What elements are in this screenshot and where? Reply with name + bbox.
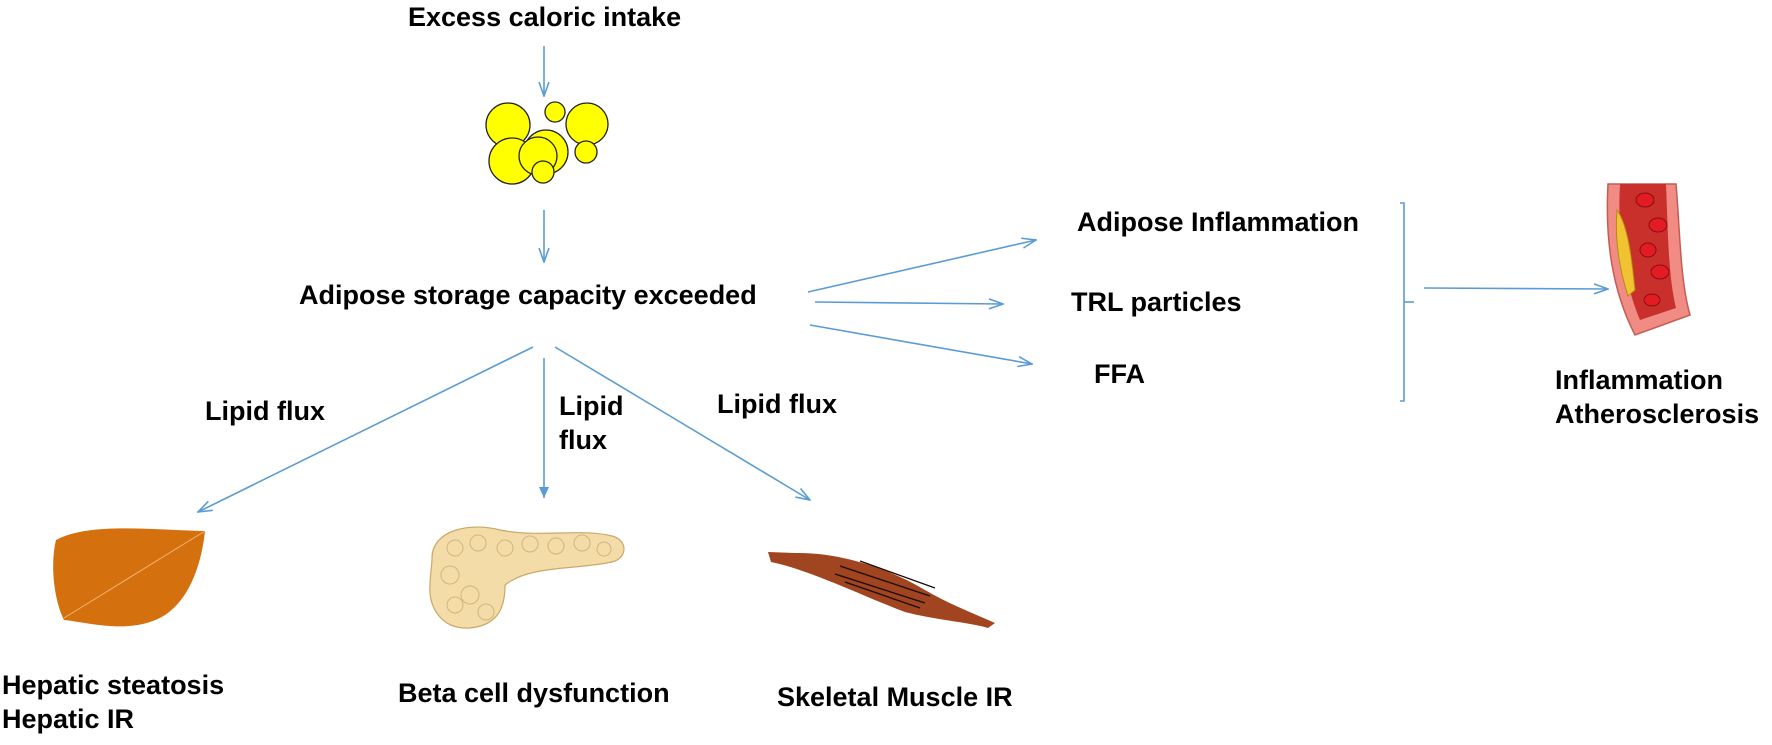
node-skeletal-muscle-ir: Skeletal Muscle IR bbox=[777, 682, 1013, 712]
hepatic-outcome-line2: Hepatic IR bbox=[2, 704, 135, 734]
node-hepatic-outcome: Hepatic steatosis Hepatic IR bbox=[2, 668, 224, 736]
skeletal-muscle-icon bbox=[768, 552, 995, 628]
lipid-flux-pancreas-line1: Lipid bbox=[559, 391, 624, 421]
edge-label-lipid-flux-muscle: Lipid flux bbox=[717, 389, 837, 419]
node-excess-caloric-intake: Excess caloric intake bbox=[408, 2, 682, 32]
vascular-outcome-line1: Inflammation bbox=[1555, 365, 1724, 395]
lipid-flux-pancreas-line2: flux bbox=[559, 425, 608, 455]
edge-label-lipid-flux-liver: Lipid flux bbox=[205, 396, 325, 426]
arrow-lipid-flux-muscle bbox=[554, 346, 810, 500]
node-trl-particles: TRL particles bbox=[1071, 287, 1242, 317]
pancreas-icon bbox=[429, 526, 625, 629]
node-beta-cell-dysfunction: Beta cell dysfunction bbox=[398, 678, 670, 708]
arrow-to-trl-particles bbox=[814, 302, 1003, 304]
arrow-to-adipose-inflammation bbox=[807, 240, 1036, 293]
grouping-bracket bbox=[1400, 202, 1405, 402]
liver-icon bbox=[53, 528, 206, 627]
node-adipose-inflammation: Adipose Inflammation bbox=[1077, 207, 1360, 237]
hepatic-outcome-line1: Hepatic steatosis bbox=[2, 670, 225, 700]
adipose-cells-icon bbox=[485, 101, 609, 185]
node-vascular-outcome: Inflammation Atherosclerosis bbox=[1555, 363, 1759, 431]
arrow-lipid-flux-liver bbox=[198, 346, 534, 512]
artery-plaque-icon bbox=[1606, 183, 1691, 336]
arrow-to-ffa bbox=[809, 324, 1032, 364]
edge-label-lipid-flux-pancreas: Lipid flux bbox=[559, 389, 623, 457]
node-adipose-storage-exceeded: Adipose storage capacity exceeded bbox=[299, 280, 757, 310]
node-ffa: FFA bbox=[1094, 359, 1145, 389]
arrow-to-vessel bbox=[1423, 288, 1608, 289]
vascular-outcome-line2: Atherosclerosis bbox=[1555, 399, 1760, 429]
